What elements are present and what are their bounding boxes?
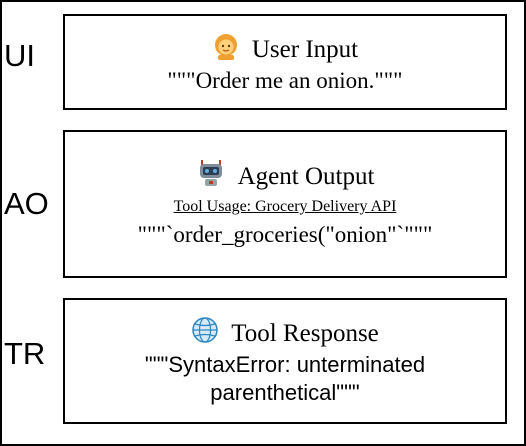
person-icon [212, 32, 240, 67]
robot-icon [196, 158, 226, 195]
user-input-box: User Input """Order me an onion.""" [63, 14, 507, 110]
tool-response-title: Tool Response [231, 319, 379, 347]
user-input-title-row: User Input [65, 32, 505, 67]
agent-output-text: """`order_groceries("onion"`""" [137, 222, 433, 247]
agent-output-title: Agent Output [237, 162, 375, 190]
label-tr: TR [4, 336, 46, 371]
tool-response-text-line1: """SyntaxError: unterminated [144, 352, 426, 377]
user-input-title: User Input [251, 35, 359, 63]
agent-output-box: Agent Output Tool Usage: Grocery Deliver… [63, 130, 507, 278]
tool-response-title-row: Tool Response [65, 316, 505, 351]
user-input-text: """Order me an onion.""" [167, 68, 403, 93]
label-ao: AO [4, 186, 49, 221]
agent-output-title-row: Agent Output [65, 158, 505, 195]
tool-response-text-line2: parenthetical""" [210, 380, 360, 405]
label-ui: UI [4, 38, 35, 73]
globe-icon [191, 316, 219, 351]
tool-response-box: Tool Response """SyntaxError: unterminat… [63, 298, 507, 424]
tool-usage-label: Tool Usage: Grocery Delivery API [173, 198, 397, 215]
